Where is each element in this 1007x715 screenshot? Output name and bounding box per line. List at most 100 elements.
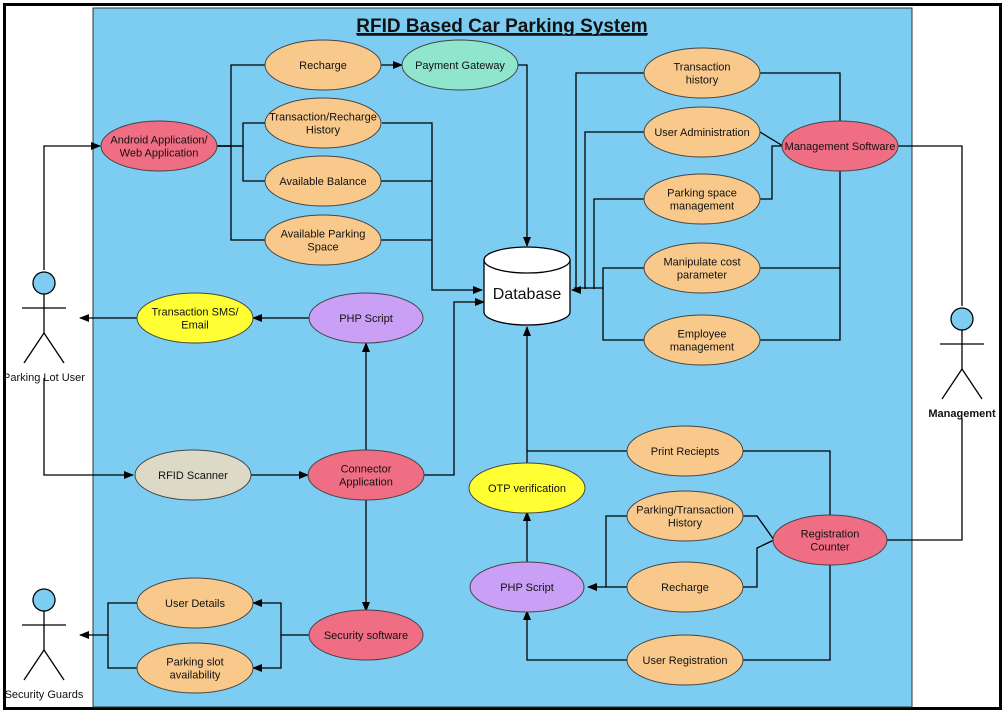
payment-gateway-usecase-shape — [401, 39, 519, 91]
edge-pthistory-php — [587, 515, 627, 591]
user-administration-usecase-label: User Administration — [654, 127, 749, 139]
php-script-bottom-usecase[interactable]: PHP Script — [469, 561, 585, 613]
edge-cost-db — [574, 267, 645, 289]
user-details-usecase[interactable]: User Details — [136, 577, 254, 629]
management-software-usecase-label: Management Software — [785, 141, 896, 153]
registration-counter-usecase-shape — [772, 514, 888, 566]
print-receipts-usecase[interactable]: Print Reciepts — [626, 425, 744, 477]
transaction-recharge-history-usecase-shape — [264, 97, 382, 149]
parking-transaction-history-usecase-shape — [626, 490, 744, 542]
database-node[interactable]: Database — [483, 246, 571, 326]
registration-counter-usecase-label: Registration — [801, 529, 860, 541]
edge-txnhist-db — [571, 72, 645, 294]
transaction-recharge-history-usecase-label: History — [306, 125, 341, 137]
connectors — [43, 61, 963, 672]
user-registration-usecase-shape — [626, 634, 744, 686]
user-registration-usecase-label: User Registration — [643, 655, 728, 667]
user-administration-usecase[interactable]: User Administration — [643, 106, 761, 158]
recharge-usecase-top[interactable]: Recharge — [264, 39, 382, 91]
otp-verification-usecase-label: OTP verification — [488, 483, 566, 495]
parking-slot-availability-usecase-label: availability — [170, 670, 221, 682]
employee-management-usecase-label: Employee — [678, 329, 727, 341]
user-details-usecase-shape — [136, 577, 254, 629]
edge-android-parking — [217, 145, 265, 241]
actor-left-leg — [23, 649, 45, 681]
edge-management-software — [897, 145, 963, 306]
transaction-history-usecase-shape — [643, 47, 761, 99]
security-software-usecase-label: Security software — [324, 630, 408, 642]
php-script-top-usecase-label: PHP Script — [339, 313, 393, 325]
user-registration-usecase[interactable]: User Registration — [626, 634, 744, 686]
recharge-usecase-bottom[interactable]: Recharge — [626, 561, 744, 613]
edge-userreg-php — [523, 610, 627, 661]
parking-slot-availability-usecase-label: Parking slot — [166, 657, 223, 669]
print-receipts-usecase-label: Print Reciepts — [651, 446, 720, 458]
management-software-usecase-shape — [781, 120, 899, 172]
android-web-app-usecase[interactable]: Android Application/Web Application — [100, 120, 218, 172]
security-software-usecase-shape — [308, 609, 424, 661]
otp-verification-usecase[interactable]: OTP verification — [468, 462, 586, 514]
edge-reg-management — [886, 418, 963, 541]
actor-management[interactable]: Management — [928, 307, 996, 420]
parking-transaction-history-usecase-label: Parking/Transaction — [636, 505, 733, 517]
actor-security-guards-label: Security Guards — [5, 689, 84, 701]
payment-gateway-usecase-label: Payment Gateway — [415, 60, 505, 72]
android-web-app-usecase-shape — [100, 120, 218, 172]
actor-left-leg — [941, 368, 963, 400]
edge-useradmin-db — [584, 131, 645, 289]
registration-counter-usecase-label: Counter — [810, 542, 849, 554]
management-software-usecase[interactable]: Management Software — [781, 120, 899, 172]
employee-management-usecase-shape — [643, 314, 761, 366]
rfid-scanner-usecase[interactable]: RFID Scanner — [134, 449, 252, 501]
actor-right-leg — [43, 332, 65, 364]
parking-transaction-history-usecase-label: History — [668, 518, 703, 530]
available-balance-usecase-shape — [264, 155, 382, 207]
available-parking-space-usecase-label: Available Parking — [281, 229, 366, 241]
edge-reg-recharge — [742, 539, 775, 588]
android-web-app-usecase-label: Android Application/ — [110, 135, 208, 147]
database-cylinder-top — [483, 246, 571, 274]
rfid-scanner-usecase-label: RFID Scanner — [158, 470, 228, 482]
transaction-sms-email-usecase-label: Transaction SMS/ — [151, 307, 239, 319]
edge-reg-userreg — [742, 563, 831, 661]
recharge-usecase-top-shape — [264, 39, 382, 91]
transaction-sms-email-usecase-shape — [136, 292, 254, 344]
actor-right-leg — [43, 649, 65, 681]
php-script-top-usecase[interactable]: PHP Script — [308, 292, 424, 344]
edge-history-db — [382, 122, 483, 294]
available-parking-space-usecase-label: Space — [307, 242, 338, 254]
php-script-bottom-usecase-shape — [469, 561, 585, 613]
database-cylinder-body — [483, 260, 571, 326]
connector-application-usecase-shape — [307, 449, 425, 501]
edge-connector-db — [424, 298, 485, 476]
android-web-app-usecase-label: Web Application — [120, 148, 199, 160]
user-details-usecase-label: User Details — [165, 598, 225, 610]
edge-reg-pthistory — [742, 515, 775, 541]
payment-gateway-usecase[interactable]: Payment Gateway — [401, 39, 519, 91]
security-software-usecase[interactable]: Security software — [308, 609, 424, 661]
transaction-history-usecase-label: Transaction — [673, 62, 730, 74]
parking-space-management-usecase-shape — [643, 173, 761, 225]
parking-space-management-usecase-label: Parking space — [667, 188, 737, 200]
edge-print-registration — [742, 450, 831, 518]
transaction-sms-email-usecase[interactable]: Transaction SMS/Email — [136, 292, 254, 344]
actor-security-guards[interactable]: Security Guards — [5, 588, 84, 701]
edge-user-android — [43, 142, 101, 270]
actor-parking-lot-user[interactable]: Parking Lot User — [3, 271, 85, 384]
transaction-history-usecase-label: history — [686, 75, 719, 87]
transaction-sms-email-usecase-label: Email — [181, 320, 209, 332]
otp-verification-usecase-shape — [468, 462, 586, 514]
available-balance-usecase[interactable]: Available Balance — [264, 155, 382, 207]
available-parking-space-usecase-shape — [264, 214, 382, 266]
